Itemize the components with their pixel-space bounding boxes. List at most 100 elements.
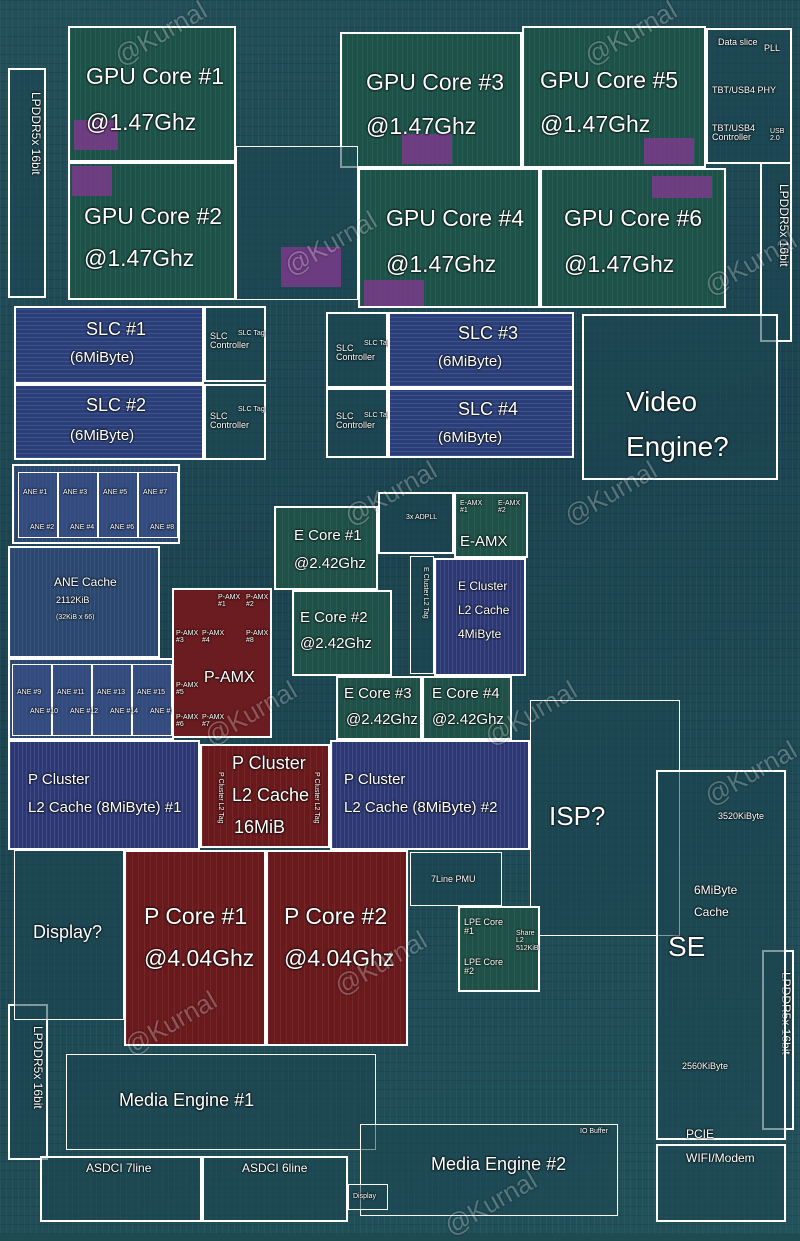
gpu-core-6-freq: @1.47Ghz — [564, 251, 675, 277]
gpu-core-5: GPU Core #5 @1.47Ghz — [522, 26, 706, 168]
data-slice-label: Data slice — [718, 37, 758, 47]
p-cluster-center-line2: L2 Cache — [232, 785, 310, 805]
p-core-1-freq: @4.04Ghz — [144, 945, 255, 971]
e-core-4: E Core #4 @2.42Ghz — [422, 676, 512, 740]
se-cache-mid: 6MiByte — [694, 883, 738, 897]
p-cluster-center-size: 16MiB — [234, 817, 286, 837]
ane-16-label: ANE #16 — [150, 708, 179, 715]
se-region: 3520KiByte 6MiByte Cache SE 2560KiByte — [656, 770, 786, 1140]
e-adpll: 3x ADPLL — [378, 492, 454, 554]
gpu-core-4: GPU Core #4 @1.47Ghz — [358, 168, 540, 308]
io-buffer-label: IO Buffer — [580, 1128, 608, 1135]
gpu-core-1-name: GPU Core #1 — [86, 63, 225, 89]
p-amx-unit-2: P-AMX #2 — [246, 594, 269, 609]
tbt-controller-label: TBT/USB4 Controller — [712, 123, 756, 143]
e-cluster-l2-cache: E Cluster L2 Cache 4MiByte — [434, 558, 526, 676]
e-cluster-l2-tag: E Cluster L2 Tag — [410, 556, 434, 674]
ane-4-label: ANE #4 — [70, 524, 95, 531]
ane-10-label: ANE #10 — [30, 708, 59, 715]
lpe-cluster: LPE Core #1 LPE Core #2 Share L2 512KiB — [458, 906, 540, 992]
e-core-3-name: E Core #3 — [344, 685, 412, 702]
display-small-label: Display — [353, 1193, 376, 1200]
slc-tag-1-label: SLC Tag — [238, 330, 265, 337]
e-cluster-l2-line2: L2 Cache — [458, 603, 510, 617]
slc-controller-3: SLC Controller SLC Tag — [326, 312, 391, 388]
p-core-2-name: P Core #2 — [284, 903, 388, 929]
gpu-core-1-freq: @1.47Ghz — [86, 109, 197, 135]
ane-bottom-cluster: ANE #9 ANE #11 ANE #13 ANE #15 ANE #10 A… — [8, 658, 178, 740]
io-top-right: Data slice PLL TBT/USB4 PHY TBT/USB4 Con… — [706, 28, 792, 164]
media-engine-2-label: Media Engine #2 — [431, 1154, 567, 1174]
p-core-1-name: P Core #1 — [144, 903, 248, 929]
p-amx-unit-3: P-AMX #3 — [176, 630, 199, 645]
media-engine-1: Media Engine #1 — [66, 1054, 376, 1150]
asdci-7line: ASDCI 7line — [40, 1156, 202, 1222]
ane-3: ANE #3 — [58, 472, 98, 538]
display-region: Display? — [14, 850, 124, 1020]
e-core-2-name: E Core #2 — [300, 609, 368, 626]
ane-8-label: ANE #8 — [150, 524, 175, 531]
gpu-core-3-freq: @1.47Ghz — [366, 113, 477, 139]
e-core-3-freq: @2.42Ghz — [346, 711, 418, 728]
gpu-core-3: GPU Core #3 @1.47Ghz — [340, 32, 522, 168]
ane-12-label: ANE #12 — [70, 708, 99, 715]
e-amx-2: E-AMX #2 — [498, 500, 521, 515]
p-amx-unit-6: P-AMX #6 — [176, 714, 199, 729]
gpu-fabric — [236, 146, 358, 300]
ane-7: ANE #7 — [138, 472, 178, 538]
ane-9: ANE #9 — [12, 664, 52, 736]
gpu-core-5-freq: @1.47Ghz — [540, 111, 651, 137]
e-cluster-l2-tag-label: E Cluster L2 Tag — [422, 567, 429, 619]
p-amx-title: P-AMX — [204, 669, 255, 686]
p-core-1: P Core #1 @4.04Ghz — [124, 850, 266, 1046]
e-cluster-l2-size: 4MiByte — [458, 627, 502, 641]
gpu-core-6: GPU Core #6 @1.47Ghz — [540, 168, 726, 308]
slc-tag-3-label: SLC Tag — [364, 340, 391, 347]
video-engine: Video Engine? — [582, 314, 778, 480]
p-cluster-l2-tag-right: P Cluster L2 Tag — [313, 772, 320, 824]
slc-controller-1: SLC Controller SLC Tag — [204, 306, 266, 382]
p-cluster-l2-right-title: P Cluster — [344, 771, 406, 788]
gpu-core-2: GPU Core #2 @1.47Ghz — [68, 162, 236, 300]
e-core-2-freq: @2.42Ghz — [300, 635, 372, 652]
ane-1: ANE #1 — [18, 472, 58, 538]
p-cluster-center-title: P Cluster — [232, 753, 306, 773]
asdci-6line: ASDCI 6line — [202, 1156, 348, 1222]
p-core-2: P Core #2 @4.04Ghz — [266, 850, 408, 1046]
se-cache-top: 3520KiByte — [718, 811, 765, 821]
slc-2: SLC #2 (6MiByte) — [14, 384, 204, 460]
ane-cache-size: 2112KiB — [56, 595, 90, 605]
ane-11: ANE #11 — [52, 664, 92, 736]
gpu-core-2-freq: @1.47Ghz — [84, 245, 195, 271]
pcie-label: PCIE — [686, 1127, 715, 1141]
p-amx-unit-4: P-AMX #4 — [202, 630, 225, 645]
ane-15: ANE #15 — [132, 664, 172, 736]
p-amx-unit-1: P-AMX #1 — [218, 594, 241, 609]
slc-1: SLC #1 (6MiByte) — [14, 306, 204, 384]
slc-4: SLC #4 (6MiByte) — [388, 388, 574, 458]
lpe-core-2: LPE Core #2 — [464, 957, 504, 977]
slc-2-size: (6MiByte) — [70, 427, 135, 444]
video-engine-label: Video Engine? — [626, 386, 729, 462]
display-label: Display? — [33, 922, 103, 942]
tbt-phy-label: TBT/USB4 PHY — [712, 85, 777, 95]
se-cache-bottom: 2560KiByte — [682, 1061, 729, 1071]
slc-1-name: SLC #1 — [86, 319, 147, 339]
gpu-core-4-name: GPU Core #4 — [386, 205, 525, 231]
display-small: Display — [348, 1184, 388, 1210]
e-core-3: E Core #3 @2.42Ghz — [336, 676, 422, 740]
se-cache-label: Cache — [694, 905, 729, 919]
e-core-1: E Core #1 @2.42Ghz — [274, 506, 378, 590]
e-core-4-freq: @2.42Ghz — [432, 711, 504, 728]
gpu-core-2-name: GPU Core #2 — [84, 203, 223, 229]
se-label: SE — [668, 931, 706, 962]
e-adpll-label: 3x ADPLL — [406, 514, 438, 521]
slc-controller-2-label: SLC Controller — [210, 411, 250, 431]
lpddr-left-bottom-label: LPDDR5x 16bit — [31, 1026, 45, 1109]
lpe-share-l2: Share L2 512KiB — [516, 930, 539, 952]
p-cluster-l2-left: P Cluster L2 Cache (8MiByte) #1 — [8, 740, 200, 850]
ane-2-label: ANE #2 — [30, 524, 55, 531]
p-amx: P-AMX #1 P-AMX #2 P-AMX #3 P-AMX #4 P-AM… — [172, 588, 272, 738]
media-engine-2: Media Engine #2 — [360, 1124, 618, 1216]
p-core-2-freq: @4.04Ghz — [284, 945, 395, 971]
